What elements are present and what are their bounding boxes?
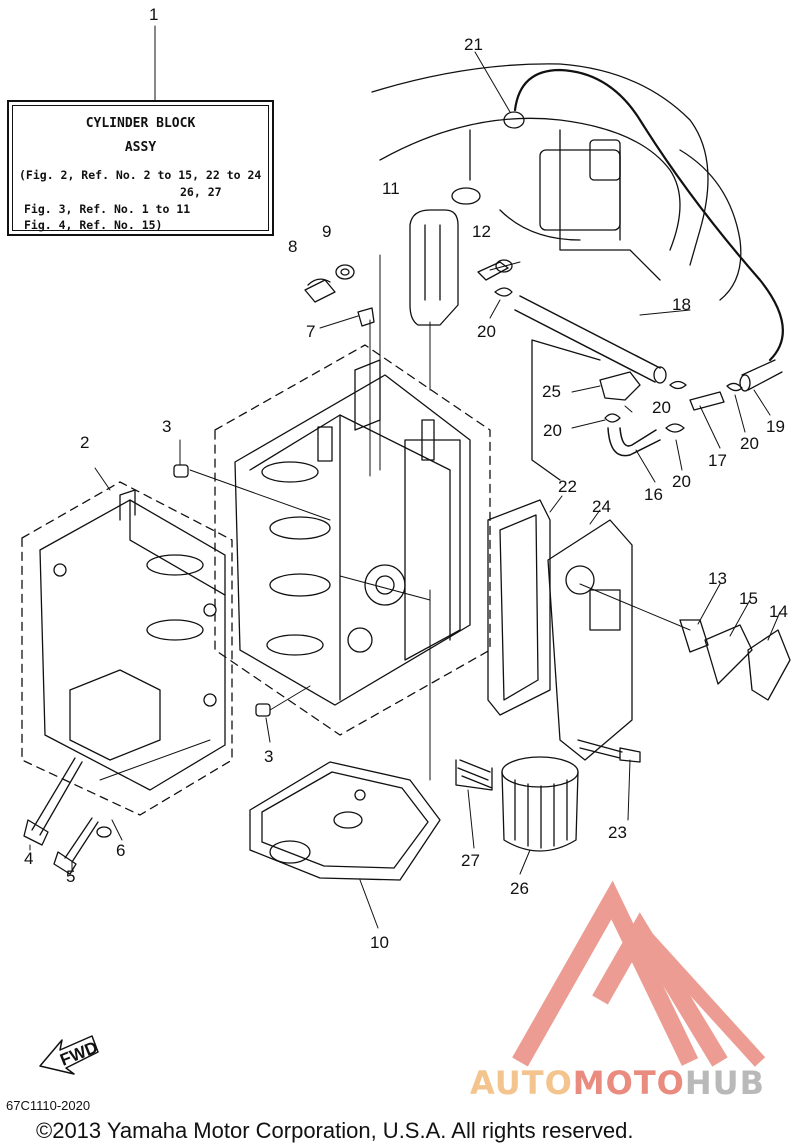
callout-10: 10: [370, 933, 389, 952]
drawing-code: 67C1110-2020: [6, 1098, 91, 1113]
gasket-9: [335, 264, 355, 280]
hose-19: [741, 359, 783, 391]
bracket-11: [409, 209, 459, 326]
thermostat-13: [679, 619, 709, 653]
legend-box: CYLINDER BLOCK ASSY (Fig. 2, Ref. No. 2 …: [7, 100, 274, 236]
callout-16: 16: [644, 485, 663, 504]
joint-17: [689, 391, 725, 411]
watermark-part-hub: HUB: [684, 1064, 766, 1102]
callout-20-left: 20: [543, 421, 562, 440]
callout-27: 27: [461, 851, 480, 870]
bolt-4: [23, 757, 83, 846]
gasket-10: [249, 761, 441, 881]
hose-21: [513, 68, 784, 362]
oil-filter-26: [501, 756, 579, 852]
callout-2: 2: [80, 433, 89, 452]
fwd-arrow-icon: [39, 1035, 99, 1075]
callout-24: 24: [592, 497, 611, 516]
callout-12: 12: [472, 222, 491, 241]
fuel-pump-cap: [589, 139, 621, 181]
callout-20-right: 20: [740, 434, 759, 453]
crankcase-dash-box: [21, 481, 233, 816]
callout-4: 4: [24, 849, 33, 868]
legend-subtitle: ASSY: [124, 140, 157, 155]
spring-27: [455, 759, 493, 791]
callout-20-low: 20: [672, 472, 691, 491]
callout-22: 22: [558, 477, 577, 496]
plug-8: [304, 278, 336, 303]
watermark-part-auto: AUTO: [470, 1064, 573, 1102]
callouts: 1 21 11 8 9 12 7 20 18 25 20 20 17 20 19…: [24, 5, 788, 952]
callout-23: 23: [608, 823, 627, 842]
copyright-notice: ©2013 Yamaha Motor Corporation, U.S.A. A…: [36, 1118, 634, 1143]
callout-7: 7: [306, 322, 315, 341]
watermark-text: AUTOMOTOHUB: [470, 1064, 765, 1102]
leader-lines: [29, 25, 781, 929]
watermark-part-moto: MOTO: [572, 1064, 685, 1102]
clamp-20-d: [665, 423, 685, 433]
callout-21: 21: [464, 35, 483, 54]
callout-13: 13: [708, 569, 727, 588]
callout-9: 9: [322, 222, 331, 241]
callout-8: 8: [288, 237, 297, 256]
callout-15: 15: [739, 589, 758, 608]
joint-25: [599, 371, 641, 401]
pin-3-top: [173, 464, 189, 478]
clamp-20-top: [494, 287, 513, 297]
clamp-20-b: [726, 382, 743, 392]
clamp-21-ring: [503, 111, 525, 129]
washer-6: [96, 826, 112, 838]
gasket-22: [487, 499, 551, 716]
callout-14: 14: [769, 602, 788, 621]
callout-19: 19: [766, 417, 785, 436]
callout-11: 11: [382, 179, 400, 198]
crankcase-2: [39, 489, 226, 791]
legend-line-3: Fig. 3, Ref. No. 1 to 11: [24, 202, 191, 216]
callout-18: 18: [672, 295, 691, 314]
callout-6: 6: [116, 841, 125, 860]
legend-line-2: 26, 27: [180, 185, 222, 199]
clamp-20-a: [669, 380, 687, 390]
engine-housing-outline: [371, 63, 742, 301]
callout-25: 25: [542, 382, 561, 401]
gasket-ring: [451, 187, 481, 205]
bolt-5: [53, 817, 99, 875]
legend-line-1: (Fig. 2, Ref. No. 2 to 15, 22 to 24: [19, 168, 262, 182]
bolt-12: [477, 261, 509, 281]
cylinder-block: [234, 359, 471, 706]
fwd-label: FWD: [57, 1038, 100, 1070]
cover-24: [547, 519, 633, 761]
screw-7: [357, 307, 375, 327]
fuel-pump-body: [539, 149, 621, 231]
bolt-23: [577, 739, 641, 763]
hose-16: [607, 427, 661, 457]
cover-14: [747, 629, 791, 701]
legend-line-4: Fig. 4, Ref. No. 15): [24, 218, 163, 232]
callout-3-top: 3: [162, 417, 171, 436]
callout-26: 26: [510, 879, 529, 898]
gasket-15: [704, 624, 753, 685]
callout-20-top: 20: [477, 322, 496, 341]
callout-5: 5: [66, 867, 75, 886]
legend-inner-border: CYLINDER BLOCK ASSY (Fig. 2, Ref. No. 2 …: [12, 105, 269, 232]
clamp-20-c: [604, 413, 621, 423]
pin-3-bottom: [255, 703, 271, 717]
callout-17: 17: [708, 451, 727, 470]
assembly-dash-box: [214, 344, 491, 736]
callout-3-bottom: 3: [264, 747, 273, 766]
callout-20-mid: 20: [652, 398, 671, 417]
hose-group-frame: [531, 339, 601, 481]
legend-title: CYLINDER BLOCK: [85, 116, 196, 131]
callout-1: 1: [149, 5, 158, 24]
hose-18: [514, 295, 661, 383]
watermark-logo: [512, 880, 766, 1067]
